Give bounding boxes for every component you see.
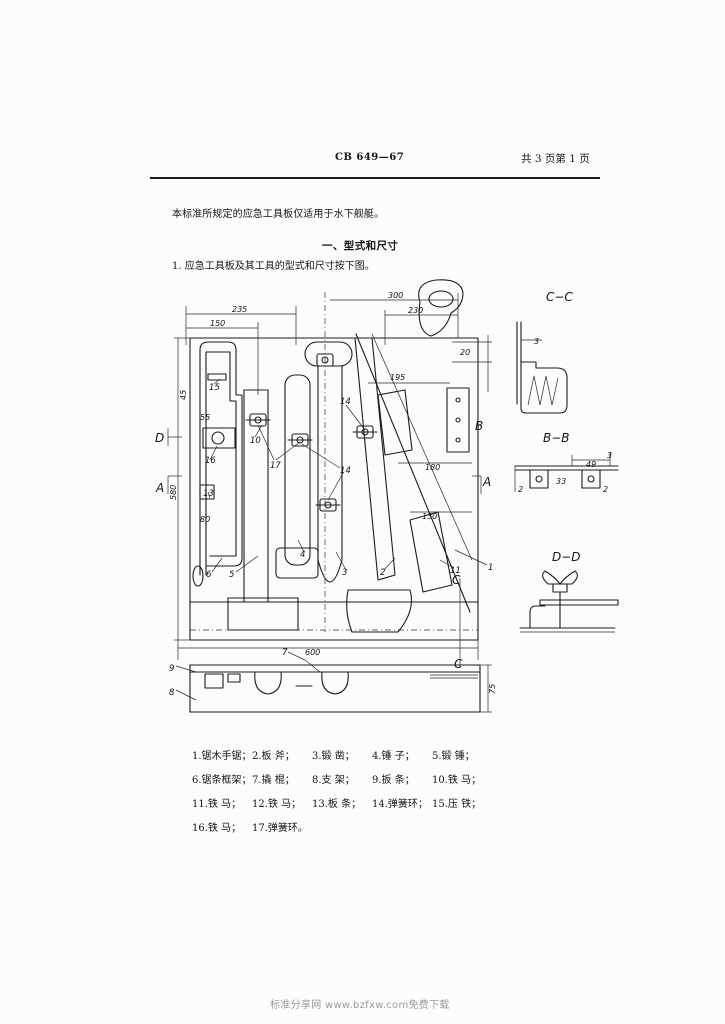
callout-7: 7 xyxy=(282,648,288,658)
callout-17: 17 xyxy=(270,461,281,471)
legend-item: 10.铁 马； xyxy=(432,774,482,786)
dim-195: 195 xyxy=(390,373,405,382)
dim-580: 580 xyxy=(169,485,178,500)
saw-frame xyxy=(192,341,243,587)
dim-2-right: 2 xyxy=(603,485,608,494)
section-title-c-c: C−C xyxy=(546,290,573,304)
clause-text: 1. 应急工具板及其工具的型式和尺寸按下图。 xyxy=(172,261,375,272)
callout-16: 16 xyxy=(205,456,216,466)
marker-c-top: C xyxy=(452,573,461,587)
legend-row: 1.锯木手锯； 2.板 斧； 3.锻 凿； 4.锤 子； 5.锻 锤； xyxy=(192,742,492,766)
bracket-block xyxy=(227,597,299,631)
board-outline xyxy=(189,337,479,641)
dim-130: 130 xyxy=(422,512,437,521)
section-c-c xyxy=(516,321,568,414)
marker-a-left: A xyxy=(155,481,164,495)
marker-d: D xyxy=(155,431,164,445)
dim-230: 230 xyxy=(408,306,423,315)
callout-1: 1 xyxy=(488,563,493,573)
section-title-b-b: B−B xyxy=(543,431,570,445)
dimension-lines xyxy=(167,293,492,668)
legend-row: 16.铁 马； 17.弹簧环。 xyxy=(192,814,492,838)
tie-plate-16 xyxy=(202,427,236,449)
side-view xyxy=(189,664,492,713)
dim-20: 20 xyxy=(460,348,470,357)
marker-c-bottom: C xyxy=(454,657,463,671)
callout-15: 15 xyxy=(209,383,220,393)
legend-item: 15.压 铁； xyxy=(432,798,482,810)
page-number: 共 3 页第 1 页 xyxy=(521,153,590,165)
watermark-footer: 标准分享网 www.bzfxw.com免费下载 xyxy=(270,1000,450,1011)
legend-item: 16.铁 马； xyxy=(192,822,242,834)
wing-nut xyxy=(542,570,578,585)
dim-600: 600 xyxy=(305,648,320,657)
callout-9: 9 xyxy=(169,664,174,674)
section-b-b xyxy=(514,452,619,492)
dim-80: 80 xyxy=(200,515,210,524)
iron-clamp-11 xyxy=(409,511,453,593)
hammer xyxy=(275,374,319,579)
dim-3-bb: 3 xyxy=(607,451,612,460)
legend-row: 11.铁 马； 12.铁 马； 13.板 条； 14.弹簧环； 15.压 铁； xyxy=(192,790,492,814)
leader-lines xyxy=(175,378,488,701)
section-heading: 一、型式和尺寸 xyxy=(322,240,399,252)
chisel xyxy=(304,341,353,583)
dim-2-left: 2 xyxy=(518,485,523,494)
legend-row: 6.锯条框架； 7.撬 棍； 8.支 架； 9.扳 条； 10.铁 马； xyxy=(192,766,492,790)
saw-blade xyxy=(355,333,471,613)
iron-clamp-10 xyxy=(377,389,413,456)
callout-14b: 14 xyxy=(340,466,351,476)
legend-item: 17.弹簧环。 xyxy=(252,822,308,834)
dim-45: 45 xyxy=(179,390,188,400)
intro-paragraph: 本标准所规定的应急工具板仅适用于水下舰艇。 xyxy=(172,209,385,220)
dim-33: 33 xyxy=(556,477,566,486)
forging-hammer xyxy=(243,389,269,603)
main-board-view xyxy=(189,292,479,641)
legend-item: 12.铁 马； xyxy=(252,798,302,810)
callout-3: 3 xyxy=(342,568,347,578)
legend-item: 7.撬 棍； xyxy=(252,774,295,786)
dim-180: 180 xyxy=(425,463,440,472)
drawing-labels: 235 150 300 230 20 195 180 130 600 580 4… xyxy=(155,290,612,698)
legend-item: 5.锻 锤； xyxy=(432,750,475,762)
plate-b xyxy=(446,387,470,453)
marker-a-right: A xyxy=(482,475,491,489)
callout-13: 13 xyxy=(203,489,214,499)
callout-4: 4 xyxy=(300,550,305,560)
dim-49: 49 xyxy=(586,460,596,469)
legend-item: 11.铁 马； xyxy=(192,798,242,810)
legend-item: 14.弹簧环； xyxy=(372,798,428,810)
section-title-d-d: D−D xyxy=(552,550,581,564)
standard-code: CB 649—67 xyxy=(335,152,405,163)
legend-item: 8.支 架； xyxy=(312,774,355,786)
dim-3-cc: 3 xyxy=(534,337,539,346)
legend-item: 9.扳 条； xyxy=(372,774,415,786)
marker-b: B xyxy=(475,419,483,433)
dim-75: 75 xyxy=(488,684,497,694)
callout-2: 2 xyxy=(380,568,385,578)
legend-item: 4.锤 子； xyxy=(372,750,415,762)
dim-300: 300 xyxy=(388,291,403,300)
callout-10: 10 xyxy=(250,436,261,446)
dim-55: 55 xyxy=(200,413,210,422)
parts-legend: 1.锯木手锯； 2.板 斧； 3.锻 凿； 4.锤 子； 5.锻 锤； 6.锯条… xyxy=(192,742,492,838)
legend-item: 13.板 条； xyxy=(312,798,362,810)
fasteners xyxy=(245,353,378,512)
dim-150: 150 xyxy=(210,319,225,328)
header-rule xyxy=(150,177,600,179)
legend-item: 2.板 斧； xyxy=(252,750,295,762)
legend-item: 1.锯木手锯； xyxy=(192,750,252,762)
legend-item: 3.锻 凿； xyxy=(312,750,355,762)
legend-item: 6.锯条框架； xyxy=(192,774,252,786)
saw-handle xyxy=(355,279,473,613)
dim-235: 235 xyxy=(232,305,247,314)
callout-14a: 14 xyxy=(340,397,351,407)
callout-8: 8 xyxy=(169,688,175,698)
callout-6: 6 xyxy=(206,570,212,580)
callout-11: 11 xyxy=(450,566,461,576)
callout-5: 5 xyxy=(229,570,234,580)
section-d-d xyxy=(519,570,619,633)
axe xyxy=(346,337,413,633)
